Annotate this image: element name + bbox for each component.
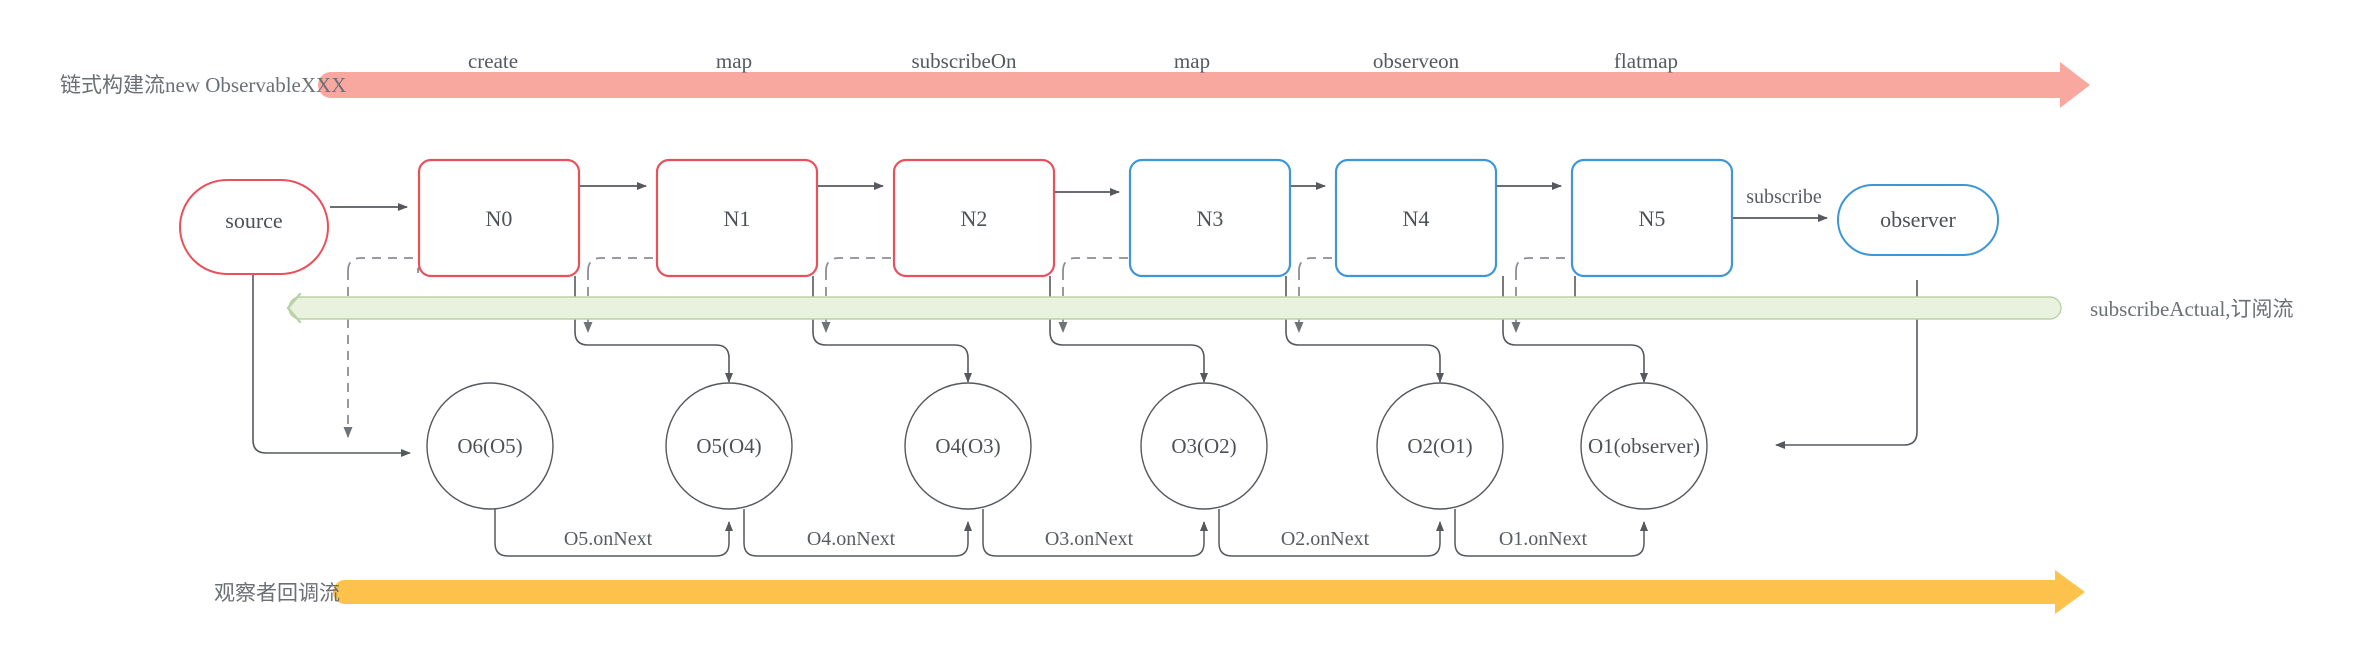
node-n4-label: N4 bbox=[1403, 206, 1430, 231]
node-n5-label: N5 bbox=[1639, 206, 1666, 231]
edge-o6-o5 bbox=[494, 509, 733, 557]
operator-label-flatmap: flatmap bbox=[1614, 49, 1678, 73]
dashed-elbow-n0 bbox=[347, 257, 432, 272]
lane-subscribe-bar bbox=[286, 292, 2062, 324]
lane-callback-arrow bbox=[333, 570, 2085, 614]
observer-circle-o2[interactable]: O2(O1) bbox=[1376, 382, 1504, 510]
edge-o4-o3 bbox=[982, 509, 1208, 557]
node-observer-label: observer bbox=[1880, 207, 1956, 232]
dashed-elbow-n2 bbox=[825, 257, 910, 272]
observer-circle-o1[interactable]: O1(observer) bbox=[1580, 382, 1708, 510]
lane-build-arrow bbox=[318, 62, 2090, 108]
edge-o3-o2 bbox=[1218, 509, 1444, 557]
edge-label-subscribe: subscribe bbox=[1746, 186, 1822, 208]
lane-build-label: 链式构建流new ObservableXXX bbox=[60, 73, 346, 97]
node-n2-label: N2 bbox=[961, 206, 988, 231]
observer-circle-o1-label: O1(observer) bbox=[1588, 434, 1700, 458]
edge-label-o4-onnext: O4.onNext bbox=[807, 528, 896, 550]
dashed-elbow-n3 bbox=[1062, 257, 1147, 272]
edge-label-o1-onnext: O1.onNext bbox=[1499, 528, 1588, 550]
observer-circle-o2-label: O2(O1) bbox=[1407, 434, 1472, 458]
edge-n0-to-o5 bbox=[574, 276, 733, 383]
edge-n1-to-o4 bbox=[812, 276, 972, 383]
edge-n2-to-o3 bbox=[1049, 276, 1208, 383]
observer-circle-o4-label: O4(O3) bbox=[935, 434, 1000, 458]
operator-label-map-1: map bbox=[716, 49, 752, 73]
edge-o5-o4 bbox=[743, 509, 972, 557]
operator-label-map-2: map bbox=[1174, 49, 1210, 73]
node-source-label: source bbox=[225, 208, 282, 233]
lane-subscribe-label: subscribeActual,订阅流 bbox=[2090, 297, 2294, 321]
observer-circle-o3-label: O3(O2) bbox=[1171, 434, 1236, 458]
operator-label-create: create bbox=[468, 49, 518, 73]
lane-callback-label: 观察者回调流 bbox=[214, 581, 340, 605]
edge-n4-to-o1 bbox=[1502, 276, 1648, 383]
node-n0[interactable]: N0 bbox=[417, 158, 581, 278]
node-n4[interactable]: N4 bbox=[1334, 158, 1498, 278]
edge-label-o2-onnext: O2.onNext bbox=[1281, 528, 1370, 550]
dashed-elbow-n4 bbox=[1298, 257, 1383, 272]
node-n0-label: N0 bbox=[486, 206, 513, 231]
edge-label-o5-onnext: O5.onNext bbox=[564, 528, 653, 550]
node-source[interactable]: source bbox=[179, 179, 329, 275]
node-n2[interactable]: N2 bbox=[892, 158, 1056, 278]
observer-circle-o3[interactable]: O3(O2) bbox=[1140, 382, 1268, 510]
operator-label-observeon: observeon bbox=[1373, 49, 1460, 73]
dashed-elbow-n5 bbox=[1515, 257, 1588, 272]
node-n3-label: N3 bbox=[1197, 206, 1224, 231]
node-n5[interactable]: N5 bbox=[1570, 158, 1734, 278]
edge-o2-o1 bbox=[1454, 509, 1648, 557]
node-n1[interactable]: N1 bbox=[655, 158, 819, 278]
dashed-elbow-n1 bbox=[587, 257, 672, 272]
edge-n3-to-o2 bbox=[1285, 276, 1444, 383]
edge-label-o3-onnext: O3.onNext bbox=[1045, 528, 1134, 550]
edge-source-to-o6 bbox=[252, 274, 411, 457]
observer-circle-o5-label: O5(O4) bbox=[696, 434, 761, 458]
observer-circle-o6[interactable]: O6(O5) bbox=[426, 382, 554, 510]
edge-observer-to-o1 bbox=[1775, 280, 1918, 449]
node-observer[interactable]: observer bbox=[1837, 184, 1999, 256]
observer-circle-o6-label: O6(O5) bbox=[457, 434, 522, 458]
operator-label-subscribeon: subscribeOn bbox=[912, 49, 1017, 73]
observer-circle-o4[interactable]: O4(O3) bbox=[904, 382, 1032, 510]
node-n1-label: N1 bbox=[724, 206, 751, 231]
node-n3[interactable]: N3 bbox=[1128, 158, 1292, 278]
observer-circle-o5[interactable]: O5(O4) bbox=[665, 382, 793, 510]
